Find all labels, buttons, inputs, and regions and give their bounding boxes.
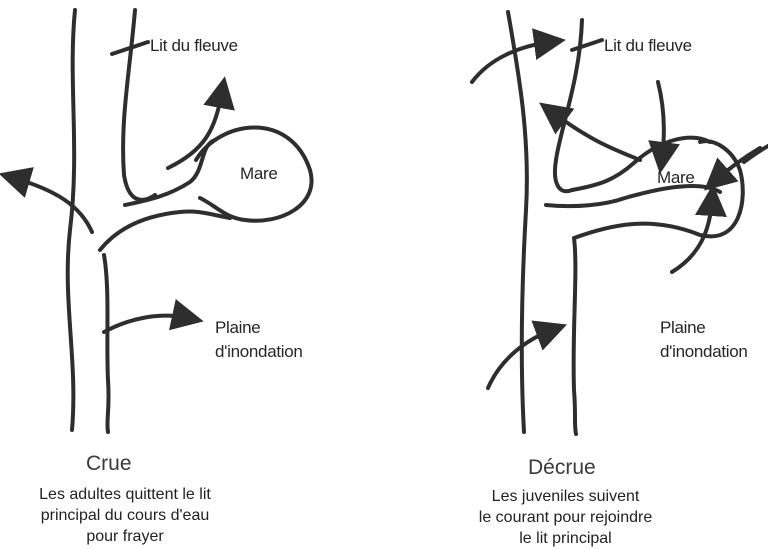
right-floodplain-label-line1: Plaine bbox=[660, 318, 705, 338]
right-floodplain-label-line2: d'inondation bbox=[660, 342, 748, 362]
right-riverbed-tick bbox=[572, 40, 602, 50]
left-pond-label: Mare bbox=[240, 164, 278, 184]
left-channel-lower bbox=[100, 212, 230, 250]
left-arrow-to-pond bbox=[168, 92, 222, 168]
left-caption-line1: Les adultes quittent le lit bbox=[10, 484, 240, 505]
right-river-bank-outer bbox=[508, 12, 527, 432]
left-river-bank-outer bbox=[68, 10, 75, 430]
right-arrow-channel-back bbox=[552, 112, 640, 160]
right-caption-line2: le courant pour rejoindre bbox=[458, 507, 673, 528]
right-arrow-from-plain bbox=[672, 200, 712, 272]
right-river-label: Lit du fleuve bbox=[604, 36, 692, 56]
right-river-bank-inner bbox=[555, 20, 582, 191]
left-arrow-to-plain bbox=[104, 316, 188, 332]
left-panel-title: Crue bbox=[86, 452, 132, 476]
left-floodplain-label-line1: Plaine bbox=[215, 318, 260, 338]
left-arrow-out-bank bbox=[14, 178, 92, 232]
right-pond-label: Mare bbox=[657, 168, 695, 188]
left-caption: Les adultes quittent le lit principal du… bbox=[10, 484, 240, 547]
right-caption: Les juveniles suivent le courant pour re… bbox=[458, 486, 673, 549]
left-river-label: Lit du fleuve bbox=[150, 36, 238, 56]
left-caption-line2: principal du cours d'eau bbox=[10, 505, 240, 526]
right-arrow-pond-entry bbox=[716, 148, 760, 180]
left-caption-line3: pour frayer bbox=[10, 526, 240, 547]
right-panel-title: Décrue bbox=[528, 456, 596, 480]
left-floodplain-label-line2: d'inondation bbox=[215, 342, 303, 362]
right-arrow-top bbox=[472, 42, 550, 82]
right-caption-line3: le lit principal bbox=[458, 528, 673, 549]
right-river-bank-lower bbox=[574, 238, 576, 434]
left-river-bank-lower bbox=[104, 255, 109, 432]
right-caption-line1: Les juveniles suivent bbox=[458, 486, 673, 507]
